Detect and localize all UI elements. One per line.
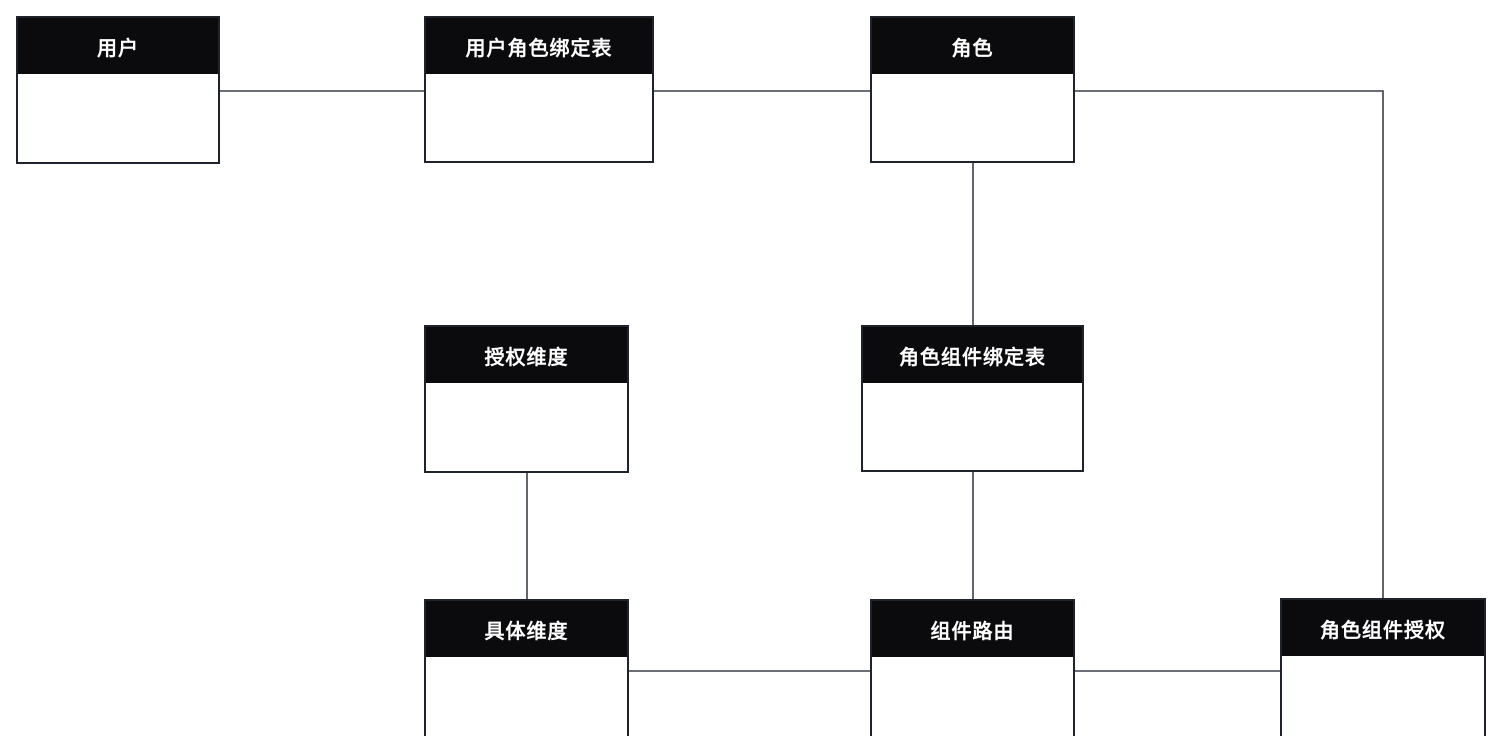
entity-role-component-auth: 角色组件授权 bbox=[1280, 598, 1486, 736]
edge-role-to-role-component-auth bbox=[1075, 90, 1384, 598]
entity-user-role-binding: 用户角色绑定表 bbox=[424, 16, 654, 163]
entity-role-component-auth-title: 角色组件授权 bbox=[1282, 600, 1484, 656]
entity-role: 角色 bbox=[870, 16, 1075, 163]
entity-role-title: 角色 bbox=[872, 18, 1073, 74]
entity-role-component-binding: 角色组件绑定表 bbox=[861, 325, 1084, 472]
entity-concrete-dimension: 具体维度 bbox=[424, 599, 629, 736]
entity-user: 用户 bbox=[16, 16, 220, 164]
entity-user-role-binding-title: 用户角色绑定表 bbox=[426, 18, 652, 74]
entity-user-title: 用户 bbox=[18, 18, 218, 74]
entity-auth-dimension: 授权维度 bbox=[424, 325, 629, 473]
entity-role-component-binding-title: 角色组件绑定表 bbox=[863, 327, 1082, 383]
entity-auth-dimension-title: 授权维度 bbox=[426, 327, 627, 383]
entity-concrete-dimension-title: 具体维度 bbox=[426, 601, 627, 657]
entity-component-route: 组件路由 bbox=[870, 599, 1075, 736]
entity-component-route-title: 组件路由 bbox=[872, 601, 1073, 657]
